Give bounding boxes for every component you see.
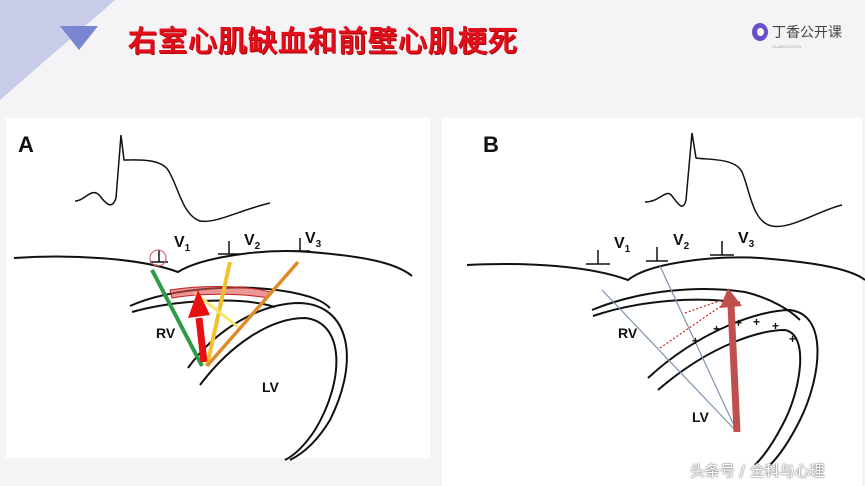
corner-decoration bbox=[0, 0, 115, 100]
watermark: 头条号 / 全科与心理 bbox=[690, 462, 825, 480]
panel-a-v2-electrode bbox=[218, 241, 240, 255]
panel-a-v2-projection bbox=[194, 291, 239, 329]
panel-b-chest-wall bbox=[466, 256, 865, 282]
panel-b-v2-electrode bbox=[646, 247, 668, 262]
plus-sign: + bbox=[789, 332, 796, 346]
panel-a-v1-electrode-circle bbox=[149, 249, 167, 267]
panel-a-electrodes bbox=[149, 238, 310, 267]
panel-a-v2-label: V2 bbox=[244, 232, 261, 252]
panel-a-lv-inner-wall bbox=[199, 316, 338, 461]
panel-b-main-vector-arrowhead bbox=[720, 288, 742, 308]
plus-sign: + bbox=[692, 334, 699, 348]
panel-a-main-vector-arrowhead bbox=[188, 290, 210, 318]
panel-b-ecg-trace bbox=[644, 132, 843, 228]
panel-b-v1-label: V1 bbox=[614, 235, 631, 255]
panel-b-main-vector-shaft bbox=[727, 304, 741, 433]
panel-b-projection-lines bbox=[659, 299, 725, 349]
panel-b-rv-label: RV bbox=[618, 325, 638, 341]
panel-a-label: A bbox=[18, 132, 34, 157]
logo-icon bbox=[752, 23, 768, 41]
panel-a-main-vector-shaft bbox=[195, 317, 208, 363]
panel-a-v3-electrode bbox=[290, 238, 310, 252]
title-triangle-icon bbox=[60, 26, 98, 50]
panel-a-v3-vector bbox=[205, 260, 300, 368]
panel-b-v3-electrode bbox=[710, 241, 734, 256]
panel-a-v1-vector bbox=[150, 269, 204, 367]
panel-a-ecg-trace bbox=[74, 134, 271, 223]
panel-b-lv-inner-wall bbox=[657, 328, 802, 466]
panel-a-rv-label: RV bbox=[156, 325, 176, 341]
panel-b-v1-electrode bbox=[586, 250, 610, 265]
panel-b-plus-signs: + + + + + + bbox=[692, 315, 796, 348]
panel-a-v1-label: V1 bbox=[174, 234, 191, 254]
panel-b-v1-lead-axis bbox=[601, 289, 738, 433]
logo: 丁香公开课 CLASS.DXY.CN bbox=[752, 22, 842, 49]
panel-b-lv-outer-wall bbox=[647, 308, 819, 466]
panel-a-v2-vector bbox=[205, 261, 232, 367]
panel-b-v2-lead-axis bbox=[659, 265, 738, 433]
panel-b-v2-label: V2 bbox=[673, 232, 690, 252]
panel-b-diagram: B V1 V2 V3 RV LV + + + + + bbox=[466, 132, 865, 466]
panel-a-chest-wall bbox=[13, 250, 413, 277]
panel-a-lv-label: LV bbox=[262, 379, 280, 395]
plus-sign: + bbox=[713, 322, 720, 336]
plus-sign: + bbox=[735, 316, 742, 330]
panel-b-v3-label: V3 bbox=[738, 230, 755, 250]
panel-b-label: B bbox=[483, 132, 499, 157]
slide-title: 右室心肌缺血和前壁心肌梗死 bbox=[128, 24, 519, 58]
panel-b-electrodes bbox=[586, 241, 734, 265]
logo-subtext: CLASS.DXY.CN bbox=[772, 44, 801, 49]
panel-a-diagram: A V1 V2 V3 RV LV bbox=[13, 132, 413, 461]
logo-text: 丁香公开课 bbox=[772, 25, 842, 41]
panel-a-v3-label: V3 bbox=[305, 230, 322, 250]
plus-sign: + bbox=[772, 319, 779, 333]
plus-sign: + bbox=[753, 315, 760, 329]
panel-a-lv-outer-wall bbox=[187, 301, 348, 461]
panel-b-lv-label: LV bbox=[692, 409, 710, 425]
